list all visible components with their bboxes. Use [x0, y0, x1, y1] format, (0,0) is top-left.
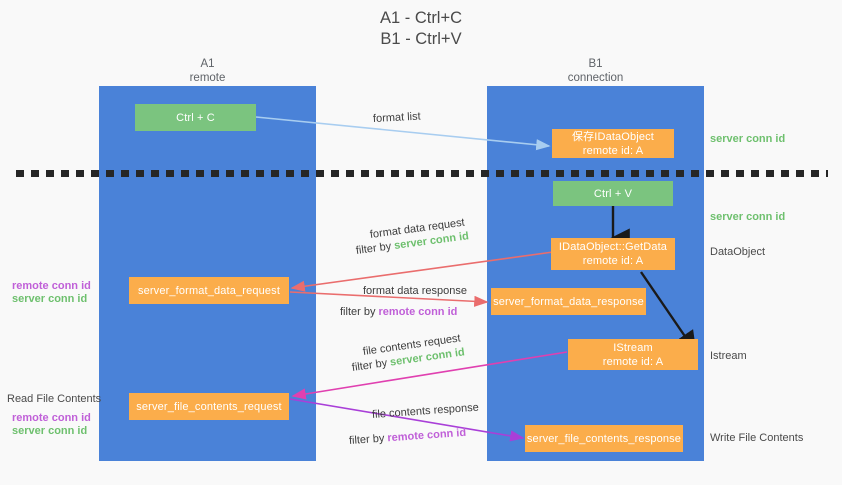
edge-label-file-contents-response-filter: filter by remote conn id: [349, 426, 467, 448]
node-istream-label: IStream: [613, 341, 653, 354]
filter-prefix: filter by: [351, 356, 391, 374]
node-idataobject-getdata-remote-id: remote id: A: [582, 255, 644, 267]
node-server-file-contents-response[interactable]: server_file_contents_response: [525, 425, 683, 452]
node-server-file-contents-request-label: server_file_contents_request: [136, 400, 282, 413]
annotation-istream: Istream: [710, 350, 747, 362]
node-ctrl-c-label: Ctrl + C: [176, 111, 215, 124]
annotation-server-conn-id-left-top: server conn id: [12, 293, 88, 305]
annotation-write-file-contents: Write File Contents: [710, 432, 804, 444]
node-istream-remote-id: remote id: A: [602, 355, 664, 368]
lane-b1-sub: connection: [567, 72, 624, 84]
lane-b1-name: B1: [588, 58, 603, 70]
node-server-format-data-request[interactable]: server_format_data_request: [129, 277, 289, 304]
edge-label-format-list: format list: [373, 110, 421, 126]
annotation-server-conn-id-top: server conn id: [710, 133, 786, 145]
node-server-file-contents-request[interactable]: server_file_contents_request: [129, 393, 289, 420]
node-server-file-contents-response-label: server_file_contents_response: [526, 432, 682, 445]
title-line-2: B1 - Ctrl+V: [380, 30, 462, 48]
node-server-format-data-response[interactable]: server_format_data_response: [491, 288, 646, 315]
node-ctrl-v-label: Ctrl + V: [593, 187, 633, 200]
filter-key-remote-conn-id: remote conn id: [387, 426, 467, 445]
lane-header-b1: B1 connection: [487, 57, 704, 85]
lane-a1-name: A1: [200, 58, 215, 70]
node-idataobject-getdata[interactable]: IDataObject::GetData remote id: A: [551, 238, 675, 270]
node-server-format-data-response-label: server_format_data_response: [493, 295, 644, 308]
node-idataobject-getdata-label: IDataObject::GetData: [558, 241, 668, 253]
edge-label-format-data-response-filter: filter by remote conn id: [340, 305, 457, 319]
annotation-remote-conn-id-bottom: remote conn id: [12, 412, 91, 424]
edge-label-file-contents-response-text: file contents response: [371, 401, 480, 421]
node-server-format-data-request-label: server_format_data_request: [137, 284, 281, 297]
node-istream[interactable]: IStream remote id: A: [568, 339, 698, 370]
edge-label-format-data-response: format data response: [363, 284, 467, 298]
lane-header-a1: A1 remote: [99, 57, 316, 85]
node-save-idataobject-remote-id: remote id: A: [582, 144, 644, 157]
annotation-server-conn-id-left-bottom: server conn id: [12, 425, 88, 437]
edge-label-format-data-response-text: format data response: [363, 285, 467, 297]
edge-label-format-list-text: format list: [372, 110, 421, 125]
node-save-idataobject-label: 保存IDataObject: [571, 130, 655, 143]
annotation-read-file-contents: Read File Contents: [7, 393, 102, 405]
filter-prefix: filter by: [355, 240, 395, 257]
page-title: A1 - Ctrl+C B1 - Ctrl+V: [0, 8, 842, 50]
annotation-remote-conn-id-top: remote conn id: [12, 280, 91, 292]
boundary-dashed-line: [16, 170, 828, 177]
node-ctrl-v[interactable]: Ctrl + V: [553, 181, 673, 206]
node-ctrl-c[interactable]: Ctrl + C: [135, 104, 256, 131]
annotation-dataobject: DataObject: [710, 246, 766, 258]
annotation-server-conn-id-mid: server conn id: [710, 211, 786, 223]
filter-prefix: filter by: [340, 306, 379, 318]
edge-label-file-contents-response: file contents response: [372, 401, 480, 422]
filter-key-remote-conn-id: remote conn id: [378, 306, 458, 318]
filter-prefix: filter by: [348, 432, 388, 447]
node-save-idataobject[interactable]: 保存IDataObject remote id: A: [552, 129, 674, 158]
title-line-1: A1 - Ctrl+C: [379, 9, 463, 27]
lane-a1-sub: remote: [189, 72, 226, 84]
